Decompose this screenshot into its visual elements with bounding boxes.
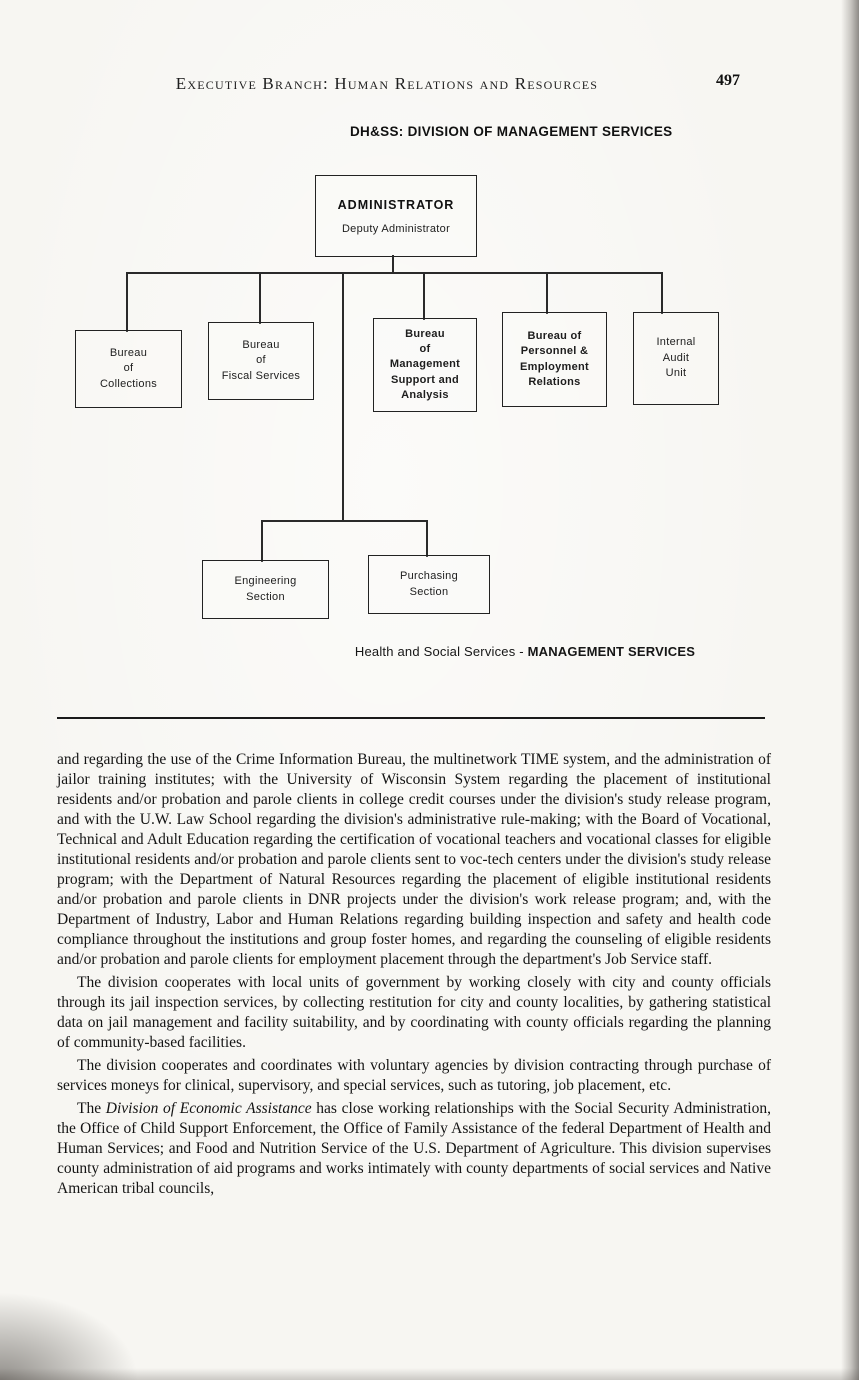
org-box-bureau-collections: Bureau of Collections [75,330,182,408]
scan-smudge-bottom-left-corner [0,1285,150,1380]
body-text: and regarding the use of the Crime Infor… [57,750,771,1202]
connector-line [126,272,128,332]
paragraph-text: has close working relationships with the… [57,1100,771,1197]
connector-line [261,520,428,522]
org-box-label: Purchasing Section [399,570,459,598]
connector-line [546,272,548,314]
org-box-label: Internal Audit Unit [656,336,696,380]
caption-prefix: Health and Social Services - [354,644,528,659]
org-box-bureau-management-support: Bureau of Management Support and Analysi… [373,318,477,412]
org-box-label: Bureau of Fiscal Services [221,338,301,382]
org-box-label: Engineering Section [234,575,297,603]
org-box-administrator: ADMINISTRATOR Deputy Administrator [315,175,477,257]
org-box-label: Bureau of Personnel & Employment Relatio… [519,329,589,388]
org-chart-caption: Health and Social Services - MANAGEMENT … [280,644,770,659]
org-box-bureau-fiscal-services: Bureau of Fiscal Services [208,322,314,400]
org-box-purchasing-section: Purchasing Section [368,555,490,614]
org-chart-title: DH&SS: DIVISION OF MANAGEMENT SERVICES [350,124,673,139]
paragraph: The division cooperates with local units… [57,974,771,1051]
connector-line [426,520,428,557]
paragraph-text: The [77,1100,106,1117]
paragraph: and regarding the use of the Crime Infor… [57,751,771,968]
connector-line [126,272,663,274]
org-box-engineering-section: Engineering Section [202,560,329,619]
org-box-internal-audit-unit: Internal Audit Unit [633,312,719,405]
scan-shadow-bottom-edge [0,1368,859,1380]
division-name-italic: Division of Economic Assistance [105,1100,312,1117]
connector-line [661,272,663,314]
scan-shadow-right-edge [841,0,859,1380]
page-number: 497 [716,72,740,89]
connector-line [259,272,261,324]
running-head: Executive Branch: Human Relations and Re… [175,74,599,93]
deputy-administrator-label: Deputy Administrator [341,222,451,235]
administrator-title: ADMINISTRATOR [337,197,455,212]
connector-line [392,255,394,274]
section-divider-rule [57,717,765,719]
connector-line [261,520,263,562]
caption-emphasis: MANAGEMENT SERVICES [527,644,696,659]
org-box-label: Bureau of Management Support and Analysi… [389,327,461,402]
connector-line [342,272,344,522]
org-box-label: Bureau of Collections [99,346,158,390]
paragraph: The Division of Economic Assistance has … [57,1099,771,1199]
connector-line [423,272,425,320]
org-box-bureau-personnel-employment: Bureau of Personnel & Employment Relatio… [502,312,607,407]
paragraph: The division cooperates and coordinates … [57,1057,771,1094]
